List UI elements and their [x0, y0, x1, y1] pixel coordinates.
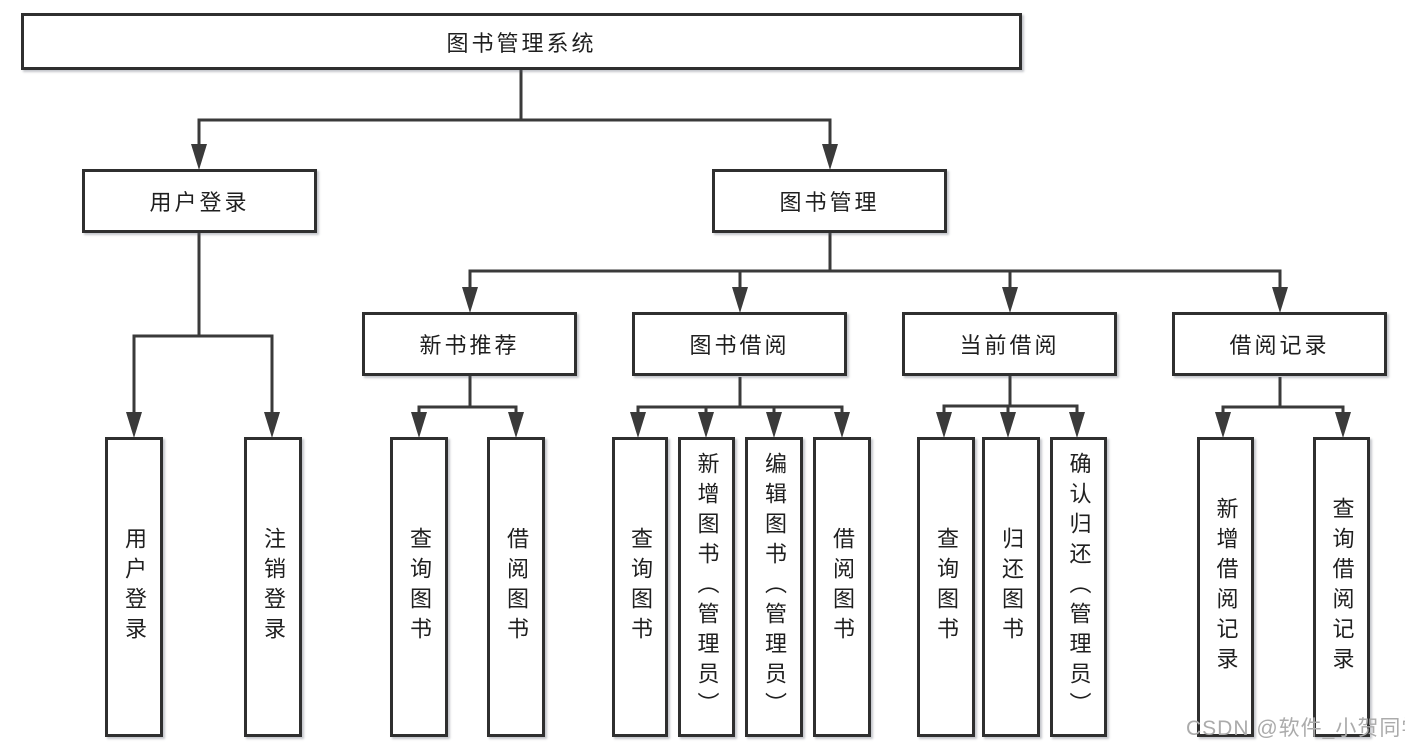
arrow-down-icon: [1215, 412, 1231, 438]
leaf-br-query-record: 查询借阅记录: [1313, 437, 1370, 737]
leaf-bb-borrow-books: 借阅图书: [813, 437, 871, 737]
arrow-down-icon: [1272, 287, 1288, 313]
leaf-br-add-record: 新增借阅记录: [1197, 437, 1254, 737]
arrow-down-icon: [834, 412, 850, 438]
connector-user-login-children: [132, 233, 274, 414]
arrowheads: [126, 144, 1351, 438]
leaf-cb-query-books: 查询图书: [917, 437, 975, 737]
connector-root-to-level2: [197, 70, 832, 147]
node-book-management: 图书管理: [712, 169, 947, 233]
arrow-down-icon: [1335, 412, 1351, 438]
arrow-down-icon: [1000, 412, 1016, 438]
leaf-cb-confirm-return-admin: 确认归还（管理员）: [1050, 437, 1107, 737]
connector-lines: [132, 70, 1345, 414]
arrow-down-icon: [1069, 412, 1085, 438]
arrow-down-icon: [630, 412, 646, 438]
node-root: 图书管理系统: [21, 13, 1022, 70]
arrow-down-icon: [191, 144, 207, 170]
connector-borrow-records-children: [1221, 377, 1345, 414]
arrow-down-icon: [698, 412, 714, 438]
leaf-cb-return-books: 归还图书: [982, 437, 1040, 737]
leaf-user-login: 用户登录: [105, 437, 163, 737]
leaf-bb-edit-books-admin: 编辑图书（管理员）: [745, 437, 803, 737]
arrow-down-icon: [1002, 287, 1018, 313]
arrow-down-icon: [822, 144, 838, 170]
node-new-book-recommend: 新书推荐: [362, 312, 577, 376]
leaf-bb-add-books-admin: 新增图书（管理员）: [678, 437, 735, 737]
connector-book-management-children: [468, 233, 1282, 290]
arrow-down-icon: [264, 412, 280, 438]
arrow-down-icon: [508, 412, 524, 438]
arrow-down-icon: [936, 412, 952, 438]
leaf-nb-query-books: 查询图书: [390, 437, 448, 737]
arrow-down-icon: [766, 412, 782, 438]
node-book-borrow: 图书借阅: [632, 312, 847, 376]
arrow-down-icon: [462, 287, 478, 313]
arrow-down-icon: [126, 412, 142, 438]
leaf-logout: 注销登录: [244, 437, 302, 737]
node-borrow-records: 借阅记录: [1172, 312, 1387, 376]
connector-book-borrow-children: [636, 377, 844, 414]
arrow-down-icon: [411, 412, 427, 438]
node-user-login: 用户登录: [82, 169, 317, 233]
arrow-down-icon: [732, 287, 748, 313]
connector-new-book-children: [417, 376, 518, 414]
node-current-borrow: 当前借阅: [902, 312, 1117, 376]
leaf-nb-borrow-books: 借阅图书: [487, 437, 545, 737]
leaf-bb-query-books: 查询图书: [612, 437, 668, 737]
csdn-watermark: CSDN @软件_小贺同学: [1186, 717, 1405, 740]
connector-current-borrow-children: [942, 376, 1079, 414]
